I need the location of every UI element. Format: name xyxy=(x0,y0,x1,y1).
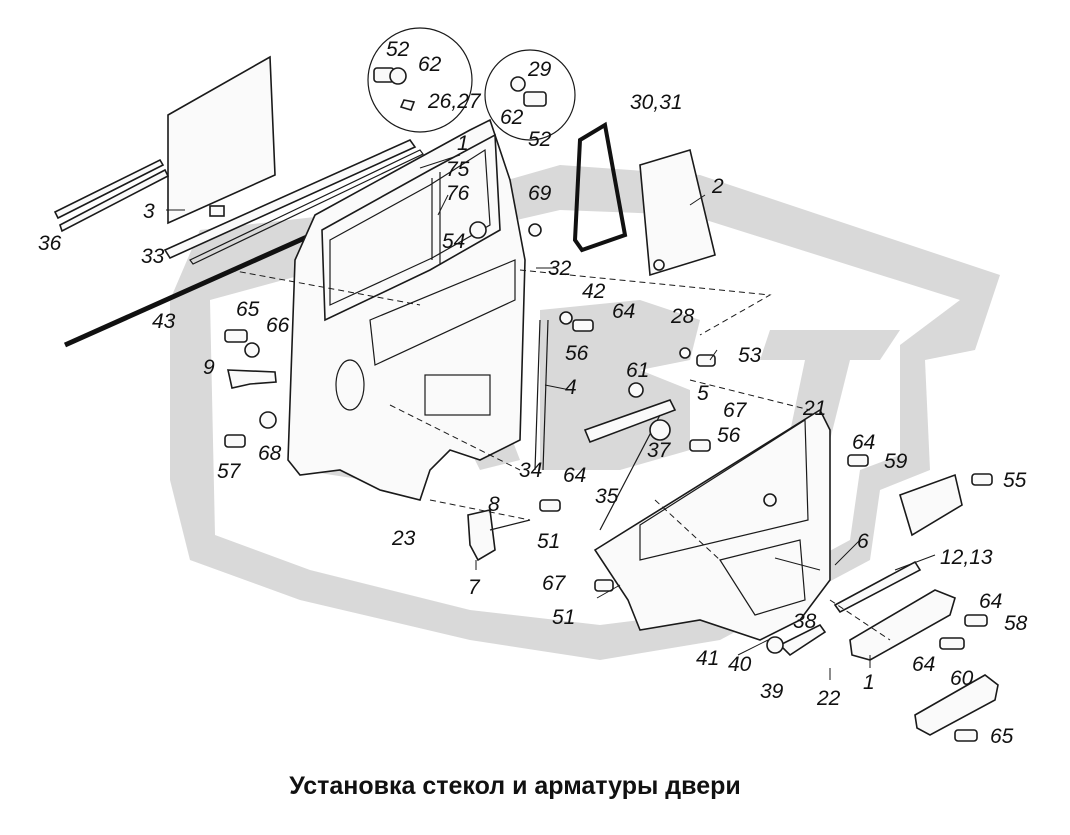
callout-label: 1 xyxy=(863,671,875,694)
callout-label: 68 xyxy=(258,442,282,465)
callout-label: 62 xyxy=(418,53,442,76)
vent-window-panel xyxy=(639,148,716,277)
callout-label: 42 xyxy=(582,280,606,303)
callout-label: 64 xyxy=(563,464,586,487)
callout-label: 51 xyxy=(537,530,560,553)
callout-label: 37 xyxy=(647,439,672,462)
diagram-caption: Установка стекол и арматуры двери xyxy=(289,772,741,800)
callout-label: 64 xyxy=(979,590,1002,613)
trim-strip xyxy=(833,560,922,614)
callout-label: 29 xyxy=(527,58,552,81)
callout-label: 60 xyxy=(950,667,974,690)
callout-label: 30,31 xyxy=(630,91,683,114)
callout-label: 9 xyxy=(203,356,215,379)
callout-label: 3 xyxy=(143,200,155,223)
callout-label: 1 xyxy=(457,132,469,155)
callout-label: 12,13 xyxy=(940,546,993,569)
callout-label: 21 xyxy=(802,397,826,420)
callout-label: 6 xyxy=(857,530,869,553)
callout-label: 2 xyxy=(711,175,724,198)
callout-label: 22 xyxy=(816,687,841,710)
callout-label: 41 xyxy=(696,647,719,670)
detail-inset-right xyxy=(484,49,576,141)
callout-label: 36 xyxy=(38,232,62,255)
callout-label: 64 xyxy=(912,653,935,676)
callout-label: 64 xyxy=(852,431,875,454)
callout-label: 59 xyxy=(884,450,908,473)
vent-window-seal xyxy=(572,121,628,253)
callout-label: 43 xyxy=(152,310,176,333)
callout-label: 57 xyxy=(217,460,242,483)
callout-label: 23 xyxy=(391,527,416,550)
callout-label: 5 xyxy=(697,382,709,405)
callout-label: 34 xyxy=(519,459,542,482)
callout-label: 67 xyxy=(542,572,567,595)
corner-cover xyxy=(899,473,963,537)
pull-handle xyxy=(914,674,999,736)
callout-label: 35 xyxy=(595,485,619,508)
assembly-lines xyxy=(229,269,891,641)
callout-label: 55 xyxy=(1003,469,1027,492)
callout-label: 32 xyxy=(548,257,572,280)
inner-trim-panel xyxy=(593,408,831,641)
door-glass xyxy=(167,55,276,225)
callout-label: 69 xyxy=(528,182,552,205)
callout-label: 28 xyxy=(670,305,695,328)
callout-label: 65 xyxy=(236,298,260,321)
callout-label: 61 xyxy=(626,359,649,382)
callout-label: 52 xyxy=(528,128,552,151)
callout-label: 53 xyxy=(738,344,762,367)
callout-label: 62 xyxy=(500,106,524,129)
callout-label: 51 xyxy=(552,606,575,629)
callout-label: 33 xyxy=(141,245,165,268)
callout-label: 58 xyxy=(1004,612,1028,635)
callout-label: 56 xyxy=(565,342,589,365)
callout-label: 4 xyxy=(565,376,577,399)
callout-label: 52 xyxy=(386,38,410,61)
leader-lines xyxy=(166,154,936,680)
outside-handle xyxy=(226,369,277,389)
callout-label: 75 xyxy=(446,158,470,181)
door-frame xyxy=(287,118,526,501)
callout-label: 39 xyxy=(760,680,784,703)
callout-label: 8 xyxy=(488,493,500,516)
callout-label: 65 xyxy=(990,725,1014,748)
callout-label: 56 xyxy=(717,424,741,447)
callout-labels: 52 62 26,27 29 62 52 30,31 1 75 76 69 2 … xyxy=(38,38,1028,748)
detail-inset-left xyxy=(367,27,473,133)
callout-label: 76 xyxy=(446,182,470,205)
window-regulator xyxy=(534,319,677,531)
callout-label: 67 xyxy=(723,399,748,422)
fasteners xyxy=(224,223,993,742)
door-lock xyxy=(467,509,531,562)
callout-label: 40 xyxy=(728,653,752,676)
callout-label: 54 xyxy=(442,230,465,253)
seal-strip xyxy=(63,217,347,348)
callout-label: 26,27 xyxy=(427,90,482,113)
inside-release-lever xyxy=(766,623,827,657)
callout-label: 38 xyxy=(793,610,817,633)
glass-guide-strips xyxy=(53,139,424,265)
callout-label: 66 xyxy=(266,314,290,337)
callout-label: 7 xyxy=(468,576,481,599)
armrest xyxy=(849,589,956,661)
callout-label: 64 xyxy=(612,300,635,323)
